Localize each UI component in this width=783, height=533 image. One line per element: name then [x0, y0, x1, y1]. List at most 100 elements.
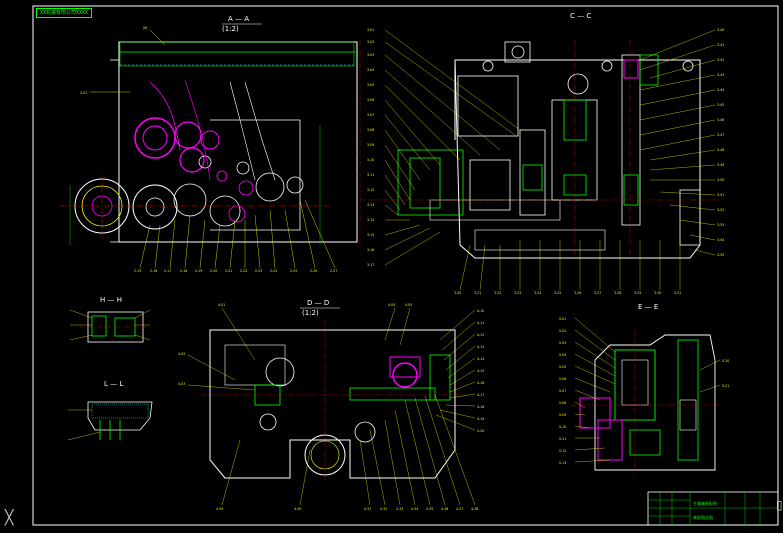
svg-text:4-04: 4-04 — [388, 303, 395, 307]
svg-text:3-20: 3-20 — [454, 291, 461, 295]
svg-text:2-20: 2-20 — [210, 269, 217, 273]
svg-text:4-14: 4-14 — [477, 357, 484, 361]
svg-text:5-06: 5-06 — [559, 377, 566, 381]
svg-text:3-03: 3-03 — [367, 53, 374, 57]
svg-text:3-14: 3-14 — [367, 218, 374, 222]
svg-text:3-29: 3-29 — [634, 291, 641, 295]
svg-text:5-01: 5-01 — [559, 317, 566, 321]
svg-text:3-04: 3-04 — [367, 68, 374, 72]
svg-text:3-13: 3-13 — [367, 203, 374, 207]
svg-text:3-17: 3-17 — [367, 263, 374, 267]
title-block-subtitle: 装配图总图 — [693, 514, 713, 520]
svg-text:4-36: 4-36 — [441, 507, 448, 511]
svg-text:5-04: 5-04 — [559, 353, 566, 357]
svg-text:5-10: 5-10 — [559, 425, 566, 429]
svg-text:3-01: 3-01 — [367, 28, 374, 32]
svg-text:5-12: 5-12 — [559, 449, 566, 453]
svg-text:2-15: 2-15 — [134, 269, 141, 273]
svg-text:4-35: 4-35 — [426, 507, 433, 511]
view-d-d: D — D (1:2) 4-014-024-03 — [178, 299, 484, 511]
svg-text:3-46: 3-46 — [717, 118, 724, 122]
svg-text:4-16: 4-16 — [477, 381, 484, 385]
svg-text:3-48: 3-48 — [717, 148, 724, 152]
svg-text:4-05: 4-05 — [405, 303, 412, 307]
svg-text:2-16: 2-16 — [150, 269, 157, 273]
svg-text:4-12: 4-12 — [477, 333, 484, 337]
svg-text:5-13: 5-13 — [559, 461, 566, 465]
svg-text:3-31: 3-31 — [674, 291, 681, 295]
svg-text:2-26: 2-26 — [310, 269, 317, 273]
view-l-l: L — L — [67, 380, 153, 441]
svg-text:4-32: 4-32 — [380, 507, 387, 511]
svg-text:4-31: 4-31 — [364, 507, 371, 511]
svg-text:5-02: 5-02 — [559, 329, 566, 333]
svg-text:3-11: 3-11 — [367, 173, 374, 177]
view-a-scale: (1:2) — [222, 25, 239, 33]
svg-text:3-47: 3-47 — [717, 133, 724, 137]
svg-text:3-06: 3-06 — [367, 98, 374, 102]
svg-text:2-18: 2-18 — [180, 269, 187, 273]
svg-text:3-40: 3-40 — [717, 28, 724, 32]
svg-text:4-15: 4-15 — [477, 369, 484, 373]
svg-text:4-03: 4-03 — [178, 382, 185, 386]
svg-text:4-17: 4-17 — [477, 393, 484, 397]
svg-text:2-01: 2-01 — [80, 91, 87, 95]
svg-text:3-55: 3-55 — [717, 253, 724, 257]
svg-text:2-21: 2-21 — [225, 269, 232, 273]
svg-text:4-39: 4-39 — [216, 507, 223, 511]
svg-text:3-24: 3-24 — [534, 291, 541, 295]
svg-text:3-50: 3-50 — [717, 178, 724, 182]
view-d-scale: (1:2) — [302, 309, 319, 317]
svg-text:(6): (6) — [143, 26, 148, 30]
svg-text:3-16: 3-16 — [367, 248, 374, 252]
svg-text:4-01: 4-01 — [218, 303, 225, 307]
svg-text:2-17: 2-17 — [164, 269, 171, 273]
svg-text:3-05: 3-05 — [367, 83, 374, 87]
svg-text:3-08: 3-08 — [367, 128, 374, 132]
svg-text:3-22: 3-22 — [494, 291, 501, 295]
view-h-h: H — H — [69, 296, 151, 343]
view-e-e: E — E 5-015-025-03 5-045-055-06 5-075-08… — [559, 303, 729, 475]
svg-text:4-38: 4-38 — [471, 507, 478, 511]
view-h-title: H — H — [100, 296, 122, 304]
svg-text:3-25: 3-25 — [554, 291, 561, 295]
svg-text:4-11: 4-11 — [477, 321, 484, 325]
svg-text:3-26: 3-26 — [574, 291, 581, 295]
svg-text:5-20: 5-20 — [722, 359, 729, 363]
svg-text:5-09: 5-09 — [559, 413, 566, 417]
svg-text:3-15: 3-15 — [367, 233, 374, 237]
title-block: 主轴箱装配图 装配图总图 — [647, 491, 779, 526]
view-a-title: A — A — [228, 15, 249, 23]
title-block-name: 主轴箱装配图 — [693, 500, 717, 506]
svg-text:4-18: 4-18 — [477, 405, 484, 409]
svg-text:2-23: 2-23 — [255, 269, 262, 273]
svg-text:5-08: 5-08 — [559, 401, 566, 405]
svg-text:4-02: 4-02 — [178, 352, 185, 356]
svg-text:5-11: 5-11 — [559, 437, 566, 441]
svg-text:4-20: 4-20 — [477, 429, 484, 433]
svg-text:4-34: 4-34 — [411, 507, 418, 511]
svg-text:5-03: 5-03 — [559, 341, 566, 345]
drawing-frame — [32, 5, 779, 526]
svg-text:3-28: 3-28 — [614, 291, 621, 295]
svg-text:3-23: 3-23 — [514, 291, 521, 295]
view-a-a: A — A (1:2) — [60, 15, 361, 273]
ucs-axis-icon[interactable]: ╳ — [5, 510, 14, 526]
svg-text:3-10: 3-10 — [367, 158, 374, 162]
svg-text:4-19: 4-19 — [477, 417, 484, 421]
svg-text:3-02: 3-02 — [367, 40, 374, 44]
svg-text:4-33: 4-33 — [396, 507, 403, 511]
svg-text:4-13: 4-13 — [477, 345, 484, 349]
svg-text:3-30: 3-30 — [654, 291, 661, 295]
svg-text:4-30: 4-30 — [294, 507, 301, 511]
svg-text:3-54: 3-54 — [717, 238, 724, 242]
svg-text:3-43: 3-43 — [717, 73, 724, 77]
svg-text:3-09: 3-09 — [367, 143, 374, 147]
resize-grip-icon[interactable]: ▯ — [776, 498, 783, 512]
svg-text:2-19: 2-19 — [195, 269, 202, 273]
svg-text:3-53: 3-53 — [717, 223, 724, 227]
svg-text:3-51: 3-51 — [717, 193, 724, 197]
view-c-title: C — C — [570, 12, 591, 20]
view-l-title: L — L — [104, 380, 123, 388]
